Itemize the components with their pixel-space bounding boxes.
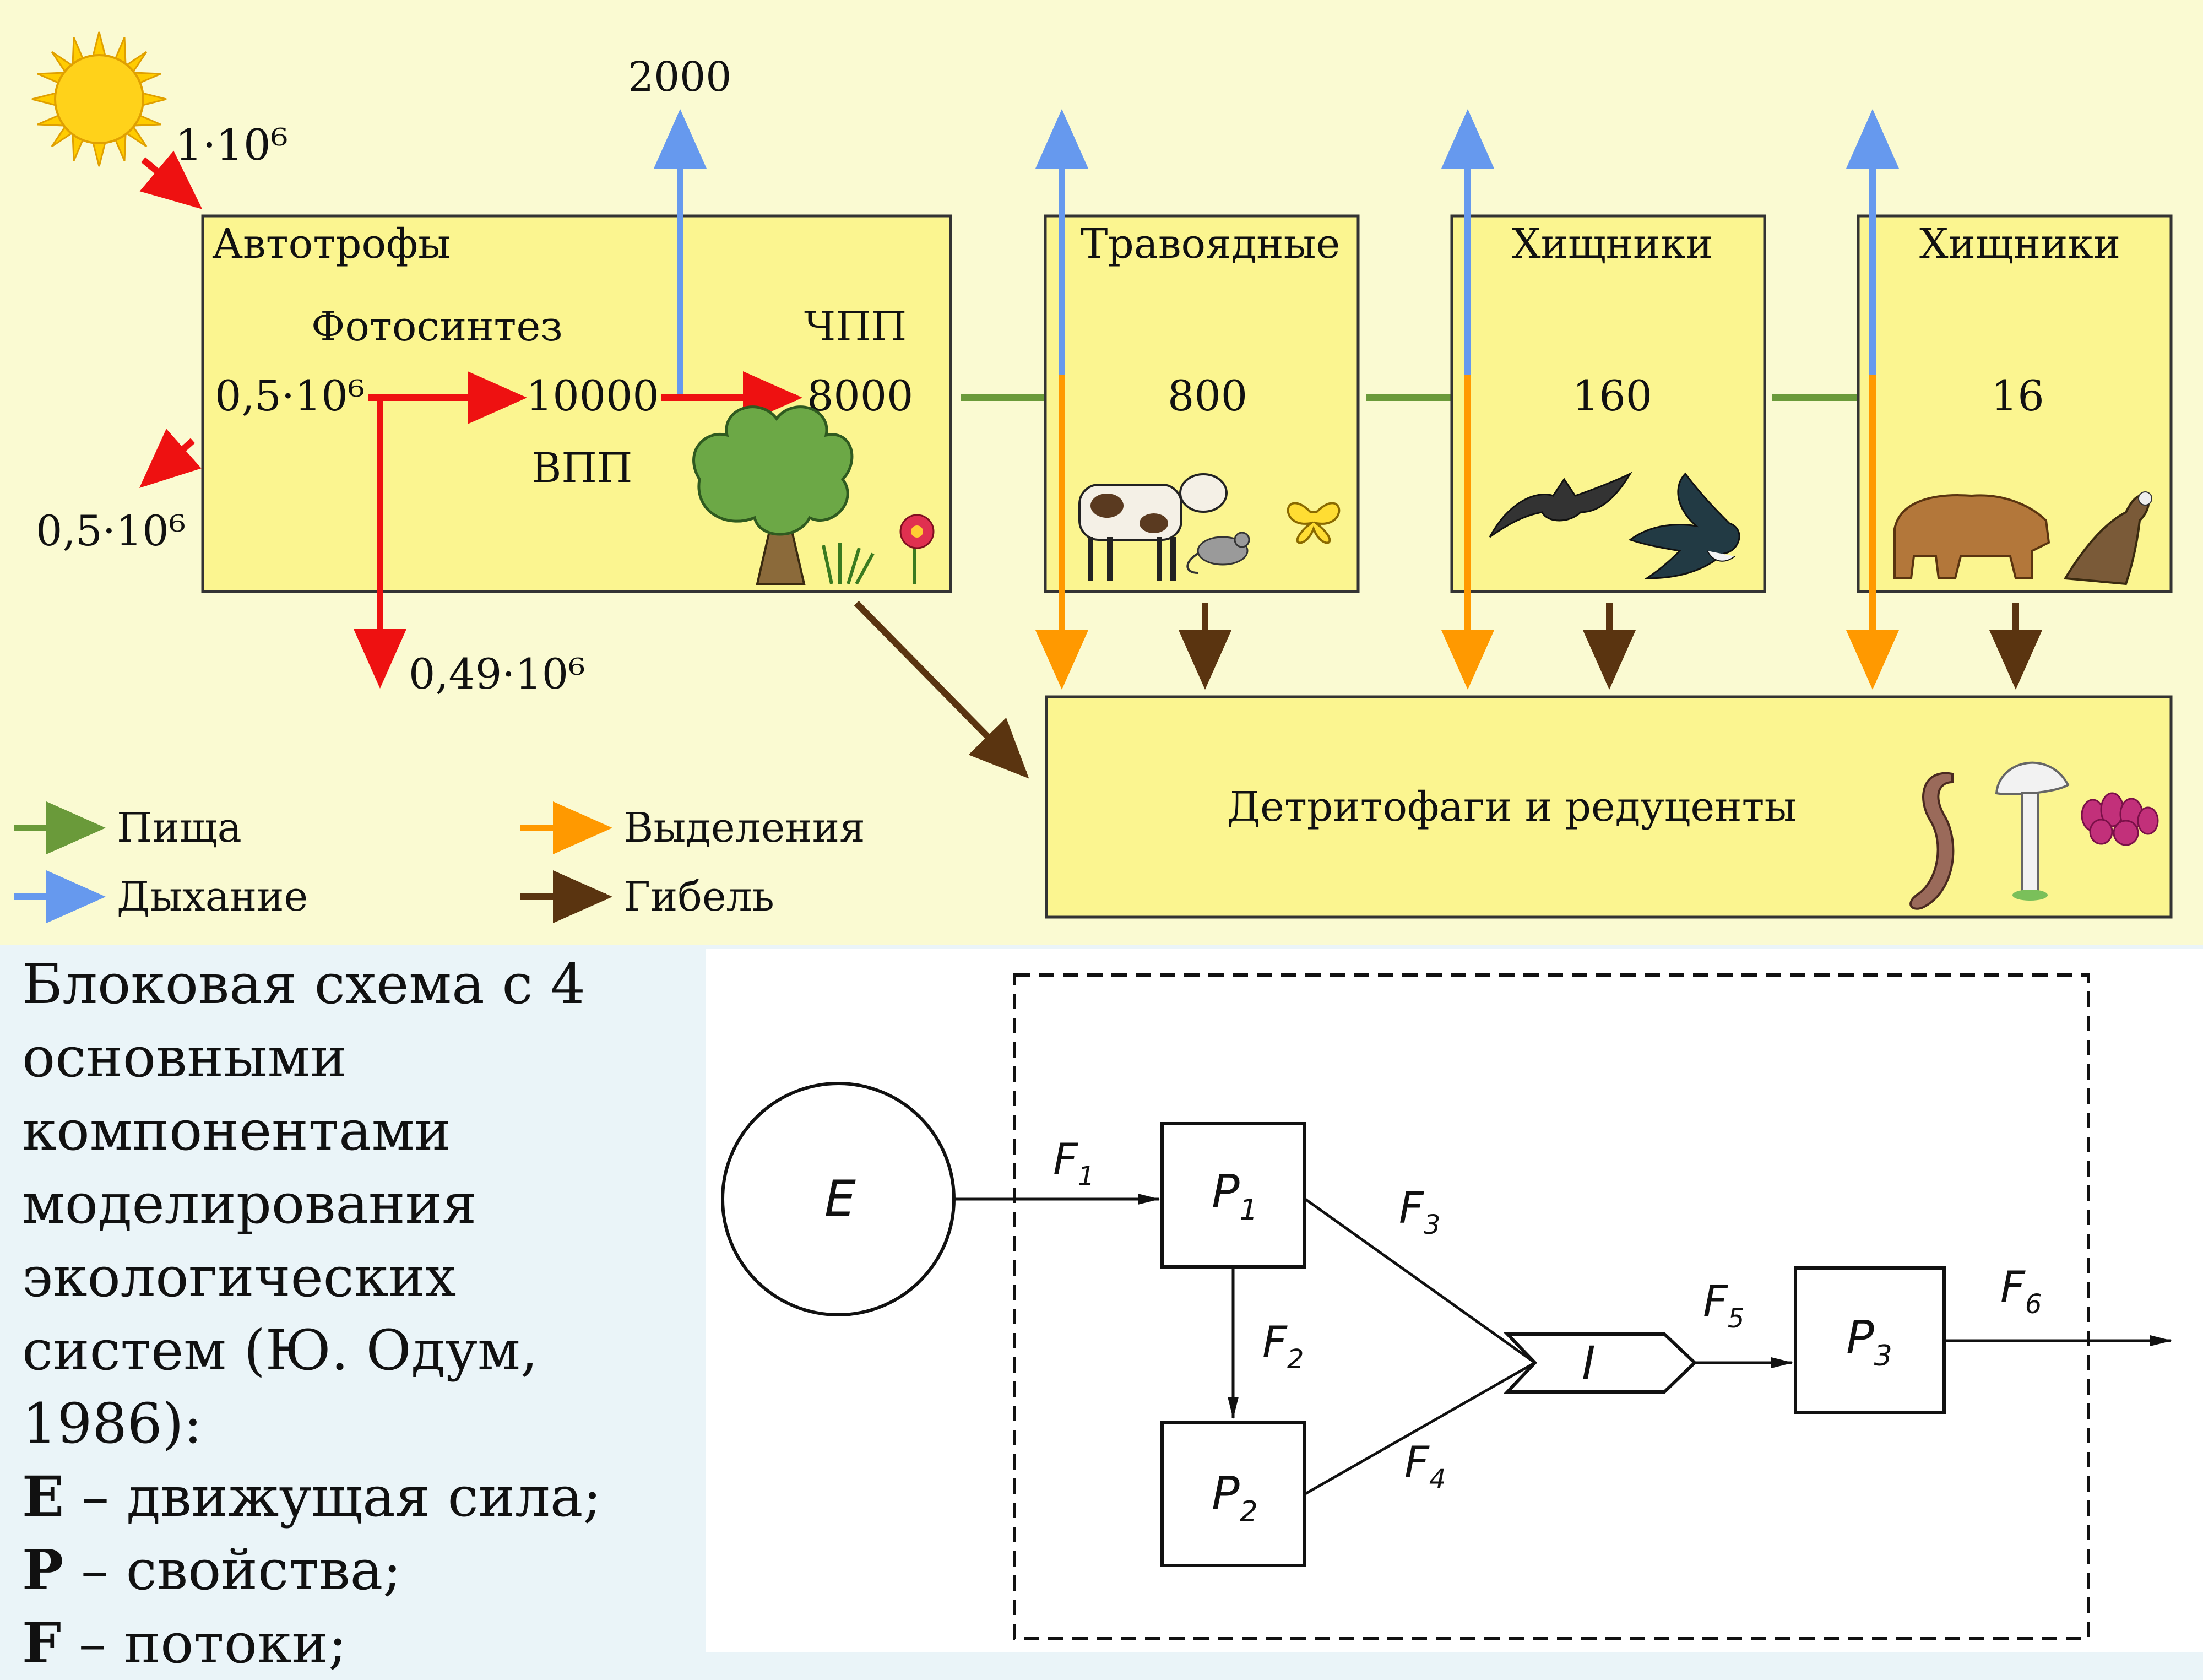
butterfly-icon bbox=[1287, 502, 1341, 544]
cow-icon bbox=[1078, 473, 1228, 581]
definition-p: P – свойства; bbox=[22, 1537, 401, 1602]
caption-line: систем (Ю. Одум, bbox=[22, 1318, 538, 1383]
legend-respiration-label: Дыхание bbox=[117, 873, 308, 920]
driving-force-circle bbox=[721, 1082, 956, 1316]
p2-box bbox=[1160, 1421, 1306, 1567]
predators2-value: 16 bbox=[1991, 371, 2044, 420]
energy-flow-svg: 1·10⁶ 0,5·10⁶ Автотрофы Фотосинтез ЧПП 0… bbox=[14, 31, 2173, 923]
odum-diagram-svg: E P1 P2 P3 I F1 F2 F3 F4 F5 F6 bbox=[721, 973, 2172, 1640]
p3-box bbox=[1794, 1266, 1946, 1414]
caption-line: моделирования bbox=[22, 1172, 477, 1236]
sun-input-label: 1·10⁶ bbox=[175, 121, 288, 170]
gpp-label: ВПП bbox=[531, 445, 632, 492]
legend: Пища Дыхание Выделения Гибель bbox=[14, 801, 865, 923]
flow-f6-label: F6 bbox=[2000, 1263, 2042, 1320]
detritivores-title: Детритофаги и редуценты bbox=[1227, 783, 1797, 831]
flow-f1-label: F1 bbox=[1053, 1135, 1094, 1192]
reflected-arrow bbox=[139, 429, 202, 488]
driving-force-label: E bbox=[824, 1170, 856, 1228]
sun-icon bbox=[31, 31, 167, 167]
system-boundary bbox=[1013, 973, 2090, 1640]
autotrophs-box bbox=[201, 214, 952, 593]
caption-line: основными bbox=[22, 1025, 348, 1090]
caption-line: 1986): bbox=[22, 1391, 203, 1456]
detritivores-box bbox=[1045, 695, 2173, 919]
caption-text: Блоковая схема с 4 основными компонентам… bbox=[22, 947, 699, 1680]
mouse-icon bbox=[1186, 532, 1250, 574]
herbivores-title: Травоядные bbox=[1081, 220, 1340, 268]
p1-box bbox=[1160, 1122, 1306, 1269]
mushroom-icon bbox=[1995, 761, 2070, 901]
respiration-value: 2000 bbox=[628, 53, 731, 101]
odum-block-diagram: E P1 P2 P3 I F1 F2 F3 F4 F5 F6 bbox=[706, 949, 2203, 1652]
npp-label: ЧПП bbox=[804, 303, 907, 350]
npp-value: 8000 bbox=[807, 371, 913, 420]
loss-down-label: 0,49·10⁶ bbox=[409, 649, 585, 698]
legend-excretion-label: Выделения bbox=[623, 804, 865, 852]
caption-line: экологических bbox=[22, 1245, 457, 1309]
flow-f4-label: F4 bbox=[1404, 1438, 1446, 1495]
legend-death-label: Гибель bbox=[623, 873, 774, 920]
bat-icon bbox=[1489, 472, 1632, 538]
caption-line: компонентами bbox=[22, 1098, 452, 1163]
swallow-icon bbox=[1628, 472, 1740, 579]
worm-icon bbox=[1909, 772, 1955, 910]
sun-input-arrow bbox=[139, 150, 203, 209]
herbivores-value: 800 bbox=[1168, 371, 1247, 420]
flow-f5-label: F5 bbox=[1703, 1277, 1744, 1334]
interaction-node bbox=[1503, 1332, 1697, 1394]
flow-f4 bbox=[1304, 1361, 1536, 1495]
flow-f2-label: F2 bbox=[1262, 1318, 1304, 1375]
predators1-title: Хищники bbox=[1512, 220, 1713, 268]
p1-label: P1 bbox=[1212, 1164, 1258, 1227]
p2-label: P2 bbox=[1212, 1466, 1258, 1529]
legend-food-label: Пища bbox=[117, 804, 242, 852]
eagle-icon bbox=[2063, 491, 2152, 586]
flow-f3 bbox=[1304, 1197, 1536, 1364]
interaction-label: I bbox=[1582, 1336, 1596, 1390]
gpp-value: 10000 bbox=[526, 371, 659, 420]
flower-icon bbox=[899, 514, 935, 584]
photosynthesis-label: Фотосинтез bbox=[311, 303, 563, 350]
tree-icon bbox=[692, 405, 854, 585]
autotrophs-input-value: 0,5·10⁶ bbox=[215, 371, 365, 420]
caption-line: Блоковая схема с 4 bbox=[22, 952, 585, 1016]
autotrophs-title: Автотрофы bbox=[212, 220, 451, 268]
predators2-title: Хищники bbox=[1919, 220, 2120, 268]
reflected-label: 0,5·10⁶ bbox=[36, 506, 186, 555]
predators1-value: 160 bbox=[1572, 371, 1652, 420]
bear-icon bbox=[1893, 494, 2050, 579]
flow-f3-label: F3 bbox=[1399, 1184, 1440, 1240]
autotrophs-death-arrow bbox=[854, 600, 1029, 779]
grass-icon bbox=[822, 543, 875, 585]
p3-label: P3 bbox=[1846, 1310, 1892, 1373]
energy-flow-diagram: 1·10⁶ 0,5·10⁶ Автотрофы Фотосинтез ЧПП 0… bbox=[0, 0, 2203, 945]
definition-f: F – потоки; bbox=[22, 1611, 347, 1676]
definition-e: E – движущая сила; bbox=[22, 1464, 602, 1529]
fungi-icon bbox=[2081, 792, 2159, 846]
